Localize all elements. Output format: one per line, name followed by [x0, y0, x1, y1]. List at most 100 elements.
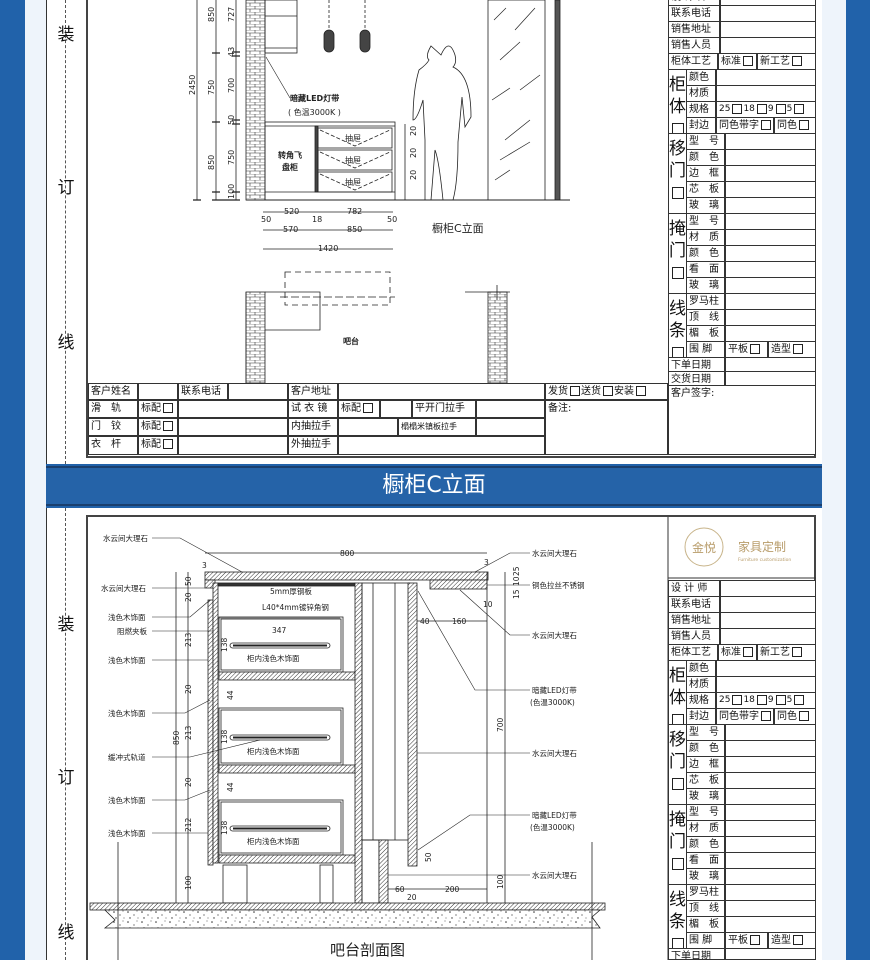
hinged-door-row-field[interactable] [725, 804, 816, 821]
molding-row-field[interactable] [725, 293, 816, 310]
hinged-door-row-label-label: 型 号 [689, 216, 719, 227]
hinged-door-row-field[interactable] [725, 213, 816, 230]
checkbox[interactable] [756, 103, 767, 114]
sliding-door-row-field[interactable] [725, 756, 816, 773]
checkbox[interactable] [743, 647, 753, 657]
customer-address-field[interactable] [338, 383, 545, 400]
hinged-door-row-field[interactable] [725, 836, 816, 853]
hinged-door-row-field[interactable] [725, 261, 816, 278]
sliding-door-row-field[interactable] [725, 181, 816, 198]
delivery-date-field[interactable] [725, 371, 816, 386]
checkbox[interactable] [163, 421, 173, 431]
molding-row-field[interactable] [725, 884, 816, 901]
designer-field[interactable] [720, 580, 816, 597]
checkbox[interactable] [672, 267, 684, 279]
checkbox[interactable] [750, 344, 760, 354]
designer-label: 设 计 师 [668, 580, 720, 597]
phone-field[interactable] [720, 596, 816, 613]
body-color-field[interactable] [716, 69, 816, 86]
sliding-door-row-field[interactable] [725, 724, 816, 741]
mirror-field[interactable] [380, 400, 412, 418]
body-material-field[interactable] [716, 85, 816, 102]
tatami-handle-field[interactable] [476, 418, 545, 436]
body-material-label-label: 材质 [689, 88, 709, 99]
dim-total-height: 2450 [188, 75, 197, 95]
checkbox[interactable] [732, 103, 743, 114]
phone-field[interactable] [720, 5, 816, 22]
sales-address-field[interactable] [720, 21, 816, 38]
checkbox[interactable] [775, 103, 786, 114]
hinged-door-row-field[interactable] [725, 229, 816, 246]
checkbox[interactable] [163, 403, 173, 413]
checkbox[interactable] [672, 858, 684, 870]
checkbox[interactable] [570, 386, 580, 396]
checkbox[interactable] [793, 344, 803, 354]
customer-name-field[interactable] [138, 383, 178, 400]
checkbox[interactable] [743, 56, 753, 66]
customer-signature-field[interactable]: 客户签字: [668, 385, 816, 455]
order-date-field[interactable] [725, 948, 816, 960]
callout-left: 浅色木饰面 [108, 655, 146, 665]
sliding-door-row-field[interactable] [725, 133, 816, 150]
process-label: 柜体工艺 [668, 644, 718, 661]
sales-address-field[interactable] [720, 612, 816, 629]
hinge-field[interactable] [178, 418, 288, 436]
checkbox[interactable] [363, 403, 373, 413]
callout-left: 水云间大理石 [101, 583, 146, 593]
body-material-field[interactable] [716, 676, 816, 693]
checkbox[interactable] [163, 439, 173, 449]
sliding-door-row-field[interactable] [725, 740, 816, 757]
swing-handle-field[interactable] [476, 400, 545, 418]
checkbox[interactable] [672, 187, 684, 199]
sliding-door-row-field[interactable] [725, 788, 816, 805]
sliding-door-row-label: 型 号 [686, 724, 725, 741]
molding-row-field[interactable] [725, 325, 816, 342]
molding-row-field[interactable] [725, 916, 816, 933]
dim: 20 [409, 126, 418, 136]
hinged-door-row-field[interactable] [725, 868, 816, 885]
option-label: 同色 [777, 120, 797, 131]
checkbox[interactable] [756, 694, 767, 705]
checkbox[interactable] [636, 386, 646, 396]
checkbox[interactable] [761, 711, 771, 721]
molding-row-field[interactable] [725, 309, 816, 326]
contact-phone-field[interactable] [228, 383, 288, 400]
molding-row-field[interactable] [725, 900, 816, 917]
sliding-door-row-field[interactable] [725, 149, 816, 166]
body-color-field[interactable] [716, 660, 816, 677]
body-edge-label: 封边 [686, 708, 716, 725]
salesperson-field[interactable] [720, 37, 816, 54]
order-date-field[interactable] [725, 357, 816, 372]
checkbox[interactable] [794, 103, 805, 114]
molding-row-label-label: 顶 线 [689, 903, 719, 914]
hinged-door-row-field[interactable] [725, 852, 816, 869]
checkbox[interactable] [761, 120, 771, 130]
hinged-door-row-field[interactable] [725, 820, 816, 837]
checkbox[interactable] [775, 694, 786, 705]
checkbox[interactable] [794, 694, 805, 705]
checkbox[interactable] [793, 935, 803, 945]
phone-label: 联系电话 [668, 596, 720, 613]
clothes-rod-field[interactable] [178, 436, 288, 455]
hinged-door-row-label-label: 材 质 [689, 823, 719, 834]
sliding-door-row-field[interactable] [725, 197, 816, 214]
hinged-door-row-field[interactable] [725, 277, 816, 294]
checkbox[interactable] [732, 694, 743, 705]
salesperson-field[interactable] [720, 628, 816, 645]
sliding-door-row-field[interactable] [725, 165, 816, 182]
checkbox[interactable] [792, 56, 802, 66]
slide-rail-field[interactable] [178, 400, 288, 418]
checkbox[interactable] [799, 120, 809, 130]
checkbox[interactable] [672, 778, 684, 790]
checkbox[interactable] [799, 711, 809, 721]
checkbox[interactable] [603, 386, 613, 396]
option-label: 5 [786, 695, 793, 705]
sliding-door-row-field[interactable] [725, 772, 816, 789]
checkbox[interactable] [750, 935, 760, 945]
hinged-door-row-label-label: 材 质 [689, 232, 719, 243]
checkbox[interactable] [792, 647, 802, 657]
outer-handle-field[interactable] [338, 436, 545, 455]
hinged-door-row-field[interactable] [725, 245, 816, 262]
remarks-field[interactable]: 备注: [545, 400, 668, 455]
inner-handle-field[interactable] [338, 418, 398, 436]
